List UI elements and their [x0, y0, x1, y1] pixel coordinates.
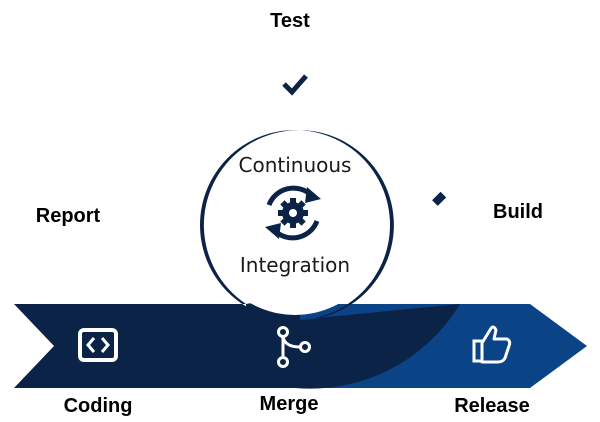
stage-label-build: Build	[493, 201, 543, 223]
thumbs-up-icon	[472, 325, 512, 364]
checkbox-icon	[274, 62, 316, 104]
center-title-line1: Continuous	[239, 153, 352, 177]
code-brackets-icon	[78, 328, 118, 362]
center-title-line2: Integration	[240, 253, 350, 277]
wrench-icon	[407, 191, 447, 231]
stage-label-report: Report	[36, 205, 101, 227]
pie-chart-icon	[143, 194, 181, 232]
stage-label-release: Release	[454, 395, 530, 417]
stage-label-coding: Coding	[64, 395, 133, 417]
stage-label-test: Test	[270, 10, 310, 32]
ci-ring-shape	[14, 130, 460, 389]
stage-label-merge: Merge	[260, 393, 319, 415]
git-merge-icon	[277, 326, 311, 368]
